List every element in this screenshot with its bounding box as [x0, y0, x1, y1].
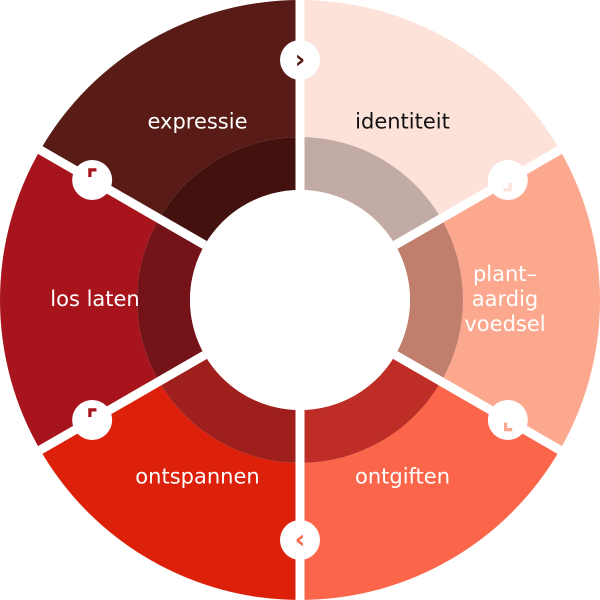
connector-plantaardig-voedsel-to-ontgiften: ⌞: [487, 400, 528, 440]
segment-label-line: voedsel: [464, 312, 545, 336]
segment-inner-plantaardig-voedsel: [395, 218, 463, 382]
arrow-icon: ⌞: [502, 405, 514, 435]
arrow-icon: ⌟: [502, 165, 514, 195]
segment-label-ontgiften: ontgiften: [355, 465, 450, 489]
segment-inner-expressie: [158, 137, 300, 245]
arrow-icon: ‹: [295, 525, 306, 555]
connector-badge: [280, 520, 320, 560]
segment-label-line: los laten: [50, 287, 139, 311]
connector-badge: [487, 160, 528, 200]
segment-label-line: identiteit: [355, 109, 450, 133]
segment-label-line: ontspannen: [135, 465, 259, 489]
connector-identiteit-to-plantaardig-voedsel: ⌟: [487, 160, 528, 200]
connectors-layer: › ⌟ ⌞ ‹ ⌜ ⌜: [72, 40, 528, 560]
segment-label-line: aardig: [472, 287, 539, 311]
segment-label-line: expressie: [147, 109, 247, 133]
center-hole: [190, 190, 410, 410]
segment-inner-ontgiften: [300, 355, 442, 463]
connector-ontspannen-to-los-laten: ⌜: [72, 400, 113, 440]
segment-inner-los-laten: [137, 218, 205, 382]
segment-expressie: [40, 0, 300, 219]
divider-expressie-to-identiteit: [37, 146, 207, 249]
divider-ontgiften-to-ontspannen: [393, 351, 563, 454]
arrow-icon: ⌜: [86, 405, 98, 435]
segment-identiteit: [300, 0, 560, 219]
arrow-icon: ⌜: [86, 165, 98, 195]
connector-badge: [487, 400, 528, 440]
connector-ontgiften-to-ontspannen: ‹: [280, 520, 320, 560]
segment-label-identiteit: identiteit: [355, 109, 450, 133]
arrow-icon: ›: [295, 45, 306, 75]
connector-expressie-to-identiteit: ›: [280, 40, 320, 80]
divider-plantaardig-voedsel-to-ontgiften: [393, 146, 563, 249]
divider-los-laten-to-expressie: [37, 351, 207, 454]
connector-badge: [72, 400, 113, 440]
segment-los-laten: [0, 150, 159, 450]
connector-badge: [280, 40, 320, 80]
segment-label-los-laten: los laten: [50, 287, 139, 311]
connector-los-laten-to-expressie: ⌜: [72, 160, 113, 200]
segment-inner-identiteit: [300, 137, 442, 245]
segment-label-line: plant–: [473, 262, 537, 286]
segment-label-ontspannen: ontspannen: [135, 465, 259, 489]
segment-plantaardig-voedsel: [441, 150, 600, 450]
dividers-layer: [37, 0, 563, 600]
segment-label-expressie: expressie: [147, 109, 247, 133]
connector-badge: [72, 160, 113, 200]
segment-inner-ontspannen: [158, 355, 300, 463]
segment-ontgiften: [300, 381, 560, 600]
segment-ontspannen: [40, 381, 300, 600]
segment-label-line: ontgiften: [355, 465, 450, 489]
